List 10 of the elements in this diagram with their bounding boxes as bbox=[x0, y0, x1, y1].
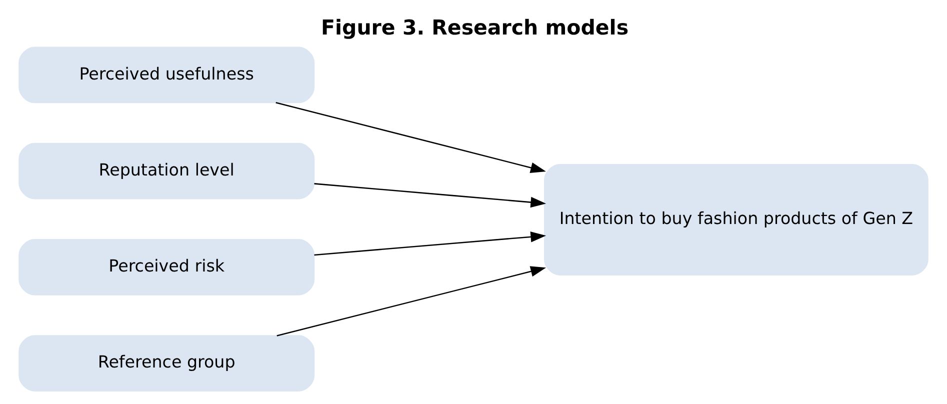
arrow bbox=[314, 182, 546, 208]
node-box: Reputation level bbox=[18, 142, 315, 199]
node-box: Perceived risk bbox=[18, 238, 315, 295]
arrow bbox=[276, 101, 546, 172]
arrow bbox=[276, 266, 546, 336]
node-box: Perceived usefulness bbox=[18, 46, 315, 103]
arrow bbox=[314, 231, 546, 256]
node-box: Intention to buy fashion products of Gen Z bbox=[544, 164, 928, 276]
node-box: Reference group bbox=[18, 334, 315, 392]
diagram-title: Figure 3. Research models bbox=[321, 14, 629, 39]
